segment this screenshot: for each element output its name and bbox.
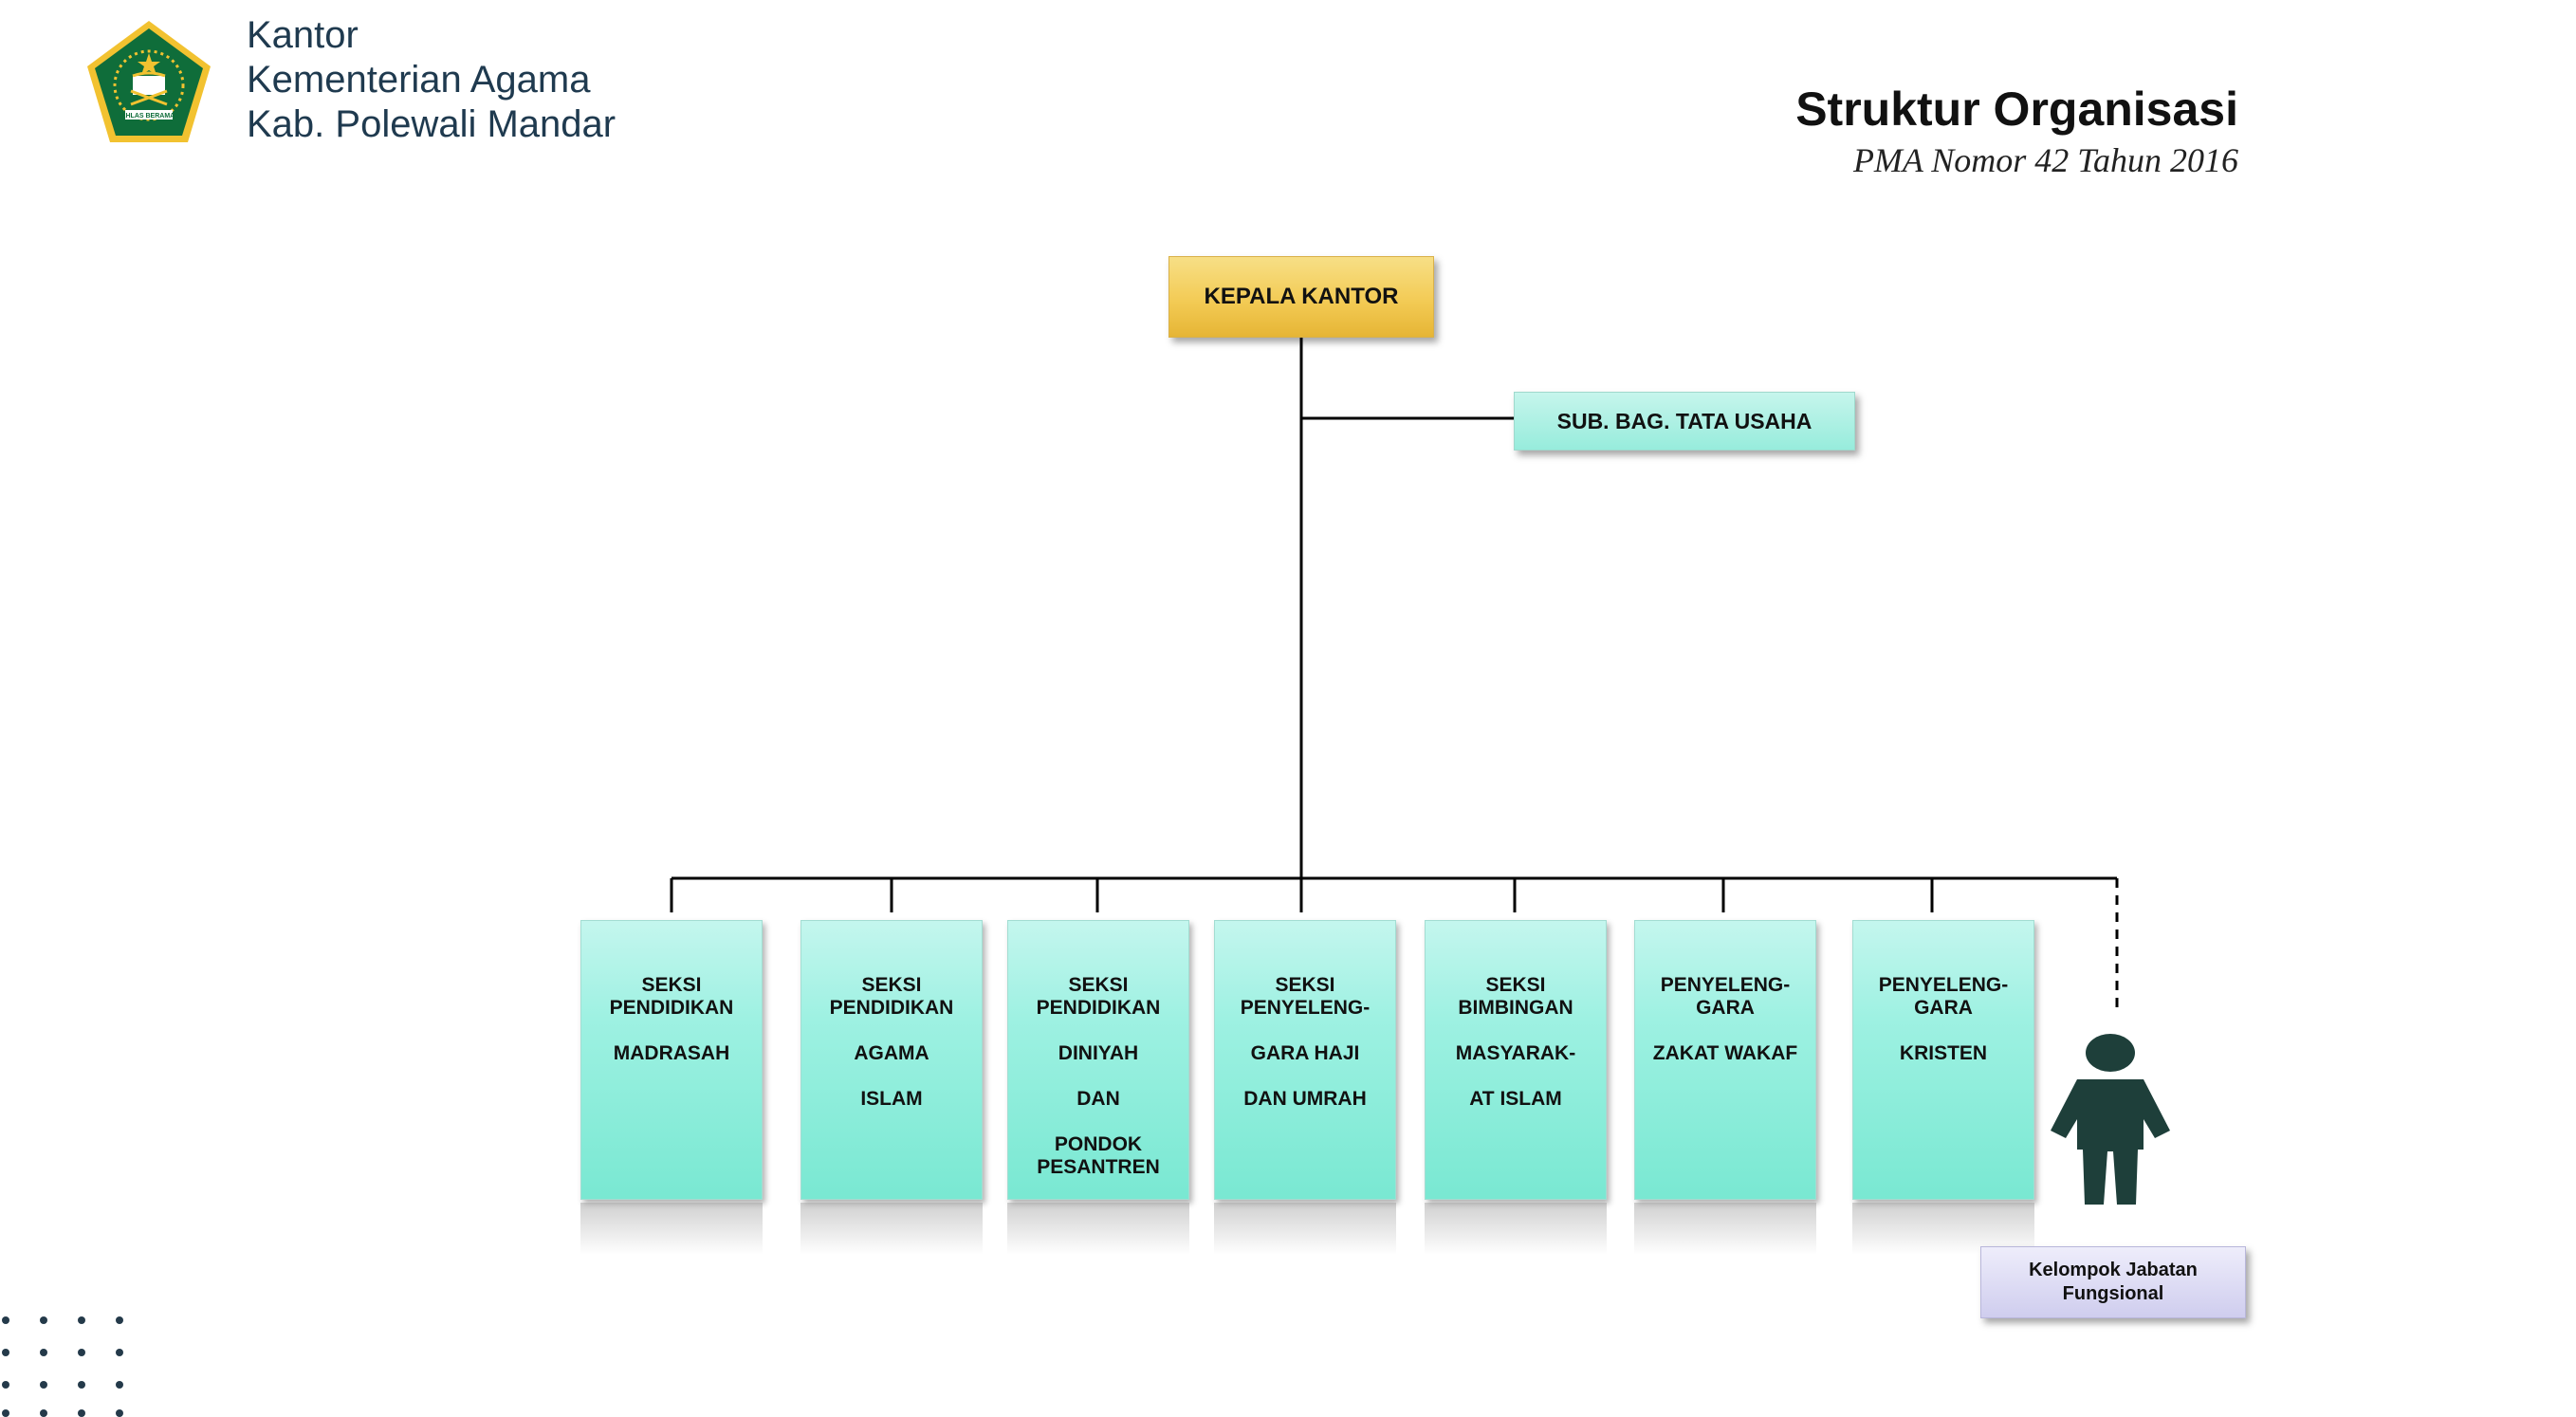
node-penyelenggara-kristen: PENYELENG- GARA KRISTEN xyxy=(1852,920,2034,1200)
node-kepala-kantor: KEPALA KANTOR xyxy=(1168,256,1434,338)
node-seksi-pendidikan-madrasah: SEKSI PENDIDIKAN MADRASAH xyxy=(580,920,763,1200)
office-name-line-3: Kab. Polewali Mandar xyxy=(247,103,616,145)
node-reflection xyxy=(800,1203,983,1255)
node-reflection xyxy=(1007,1203,1189,1255)
office-name-line-1: Kantor xyxy=(247,14,359,56)
node-reflection xyxy=(580,1203,763,1255)
node-penyelenggara-zakat-wakaf: PENYELENG- GARA ZAKAT WAKAF xyxy=(1634,920,1816,1200)
office-name: Kantor Kementerian Agama Kab. Polewali M… xyxy=(247,13,616,147)
kemenag-logo-icon: IKHLAS BERAMAL xyxy=(87,21,211,142)
node-seksi-pendidikan-agama-islam: SEKSI PENDIDIKAN AGAMA ISLAM xyxy=(800,920,983,1200)
node-seksi-pendidikan-diniyah: SEKSI PENDIDIKAN DINIYAH DAN PONDOK PESA… xyxy=(1007,920,1189,1200)
node-seksi-haji-umrah: SEKSI PENYELENG- GARA HAJI DAN UMRAH xyxy=(1214,920,1396,1200)
logo-motto: IKHLAS BERAMAL xyxy=(120,113,180,120)
page-subtitle: PMA Nomor 42 Tahun 2016 xyxy=(1852,141,2238,179)
decorative-dot-grid xyxy=(2,1316,123,1417)
node-seksi-bimbingan-masyarakat-islam: SEKSI BIMBINGAN MASYARAK- AT ISLAM xyxy=(1425,920,1607,1200)
node-reflection xyxy=(1634,1203,1816,1255)
node-reflection xyxy=(1425,1203,1607,1255)
node-kelompok-jabatan-fungsional: Kelompok Jabatan Fungsional xyxy=(1980,1246,2246,1318)
page-title: Struktur Organisasi xyxy=(1795,83,2238,136)
person-icon xyxy=(2051,1034,2170,1205)
node-reflection xyxy=(1214,1203,1396,1255)
node-reflection xyxy=(1852,1203,2034,1255)
office-name-line-2: Kementerian Agama xyxy=(247,59,591,101)
node-sub-bag-tata-usaha: SUB. BAG. TATA USAHA xyxy=(1514,392,1855,451)
